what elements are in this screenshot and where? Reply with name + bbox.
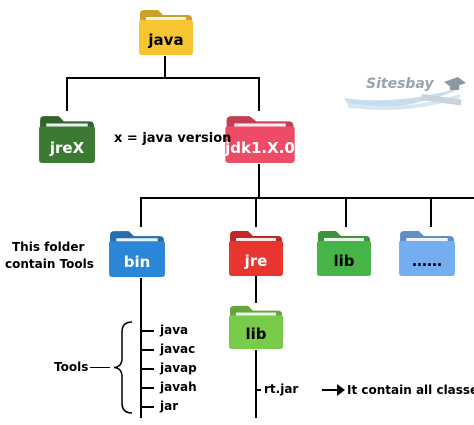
folder-label: lib: [245, 325, 267, 343]
swoosh-icon: [344, 86, 466, 109]
tools-pointer: [90, 367, 110, 368]
rt-jar-label: rt.jar: [264, 382, 299, 396]
tool-item: javah: [160, 380, 197, 394]
graduation-cap-icon: [444, 77, 466, 90]
tool-connector: [140, 406, 154, 408]
folder-label: lib: [333, 252, 355, 270]
connector-java-down: [164, 56, 166, 78]
connector-jdk-down: [258, 164, 260, 198]
folder-label: jreX: [49, 139, 85, 157]
pen-icon: [421, 94, 462, 106]
folder-jrex[interactable]: jreX: [38, 112, 96, 164]
sitesbay-logo-text: Sitesbay: [366, 76, 434, 92]
bin-note-line1: This folder: [12, 240, 85, 254]
connector-to-jre: [255, 197, 257, 227]
tools-label: Tools: [54, 360, 89, 374]
connector-to-jrex: [66, 77, 68, 111]
connector-to-bin: [140, 197, 142, 227]
tool-item: javap: [160, 361, 197, 375]
folder-java[interactable]: java: [138, 6, 194, 56]
folder-icon: [139, 10, 193, 55]
rt-jar-note: It contain all classes: [347, 383, 474, 397]
folder-icon: [225, 116, 295, 163]
connector-lib2-down: [255, 350, 257, 418]
tools-brace: [113, 321, 133, 414]
folder-jre[interactable]: jre: [228, 227, 284, 277]
connector-to-dots: [430, 197, 432, 227]
folder-label: jdk1.X.0: [225, 139, 295, 157]
tool-item: javac: [160, 342, 196, 356]
connector-to-lib: [345, 197, 347, 227]
folder-icon: [229, 305, 283, 350]
connector-bin-down: [140, 278, 142, 418]
tool-connector: [140, 368, 154, 370]
bin-note-line2: contain Tools: [5, 257, 94, 271]
tool-item: jar: [160, 399, 179, 413]
folder-lib[interactable]: lib: [316, 227, 372, 277]
connector-mid-horizontal: [140, 197, 474, 199]
folder-jre-lib[interactable]: lib: [228, 302, 284, 350]
folder-jdk[interactable]: jdk1.X.0: [224, 112, 296, 164]
folder-label: jre: [244, 252, 268, 270]
connector-rtjar: [255, 389, 261, 391]
connector-jre-down: [255, 275, 257, 303]
folder-icon: [229, 231, 283, 276]
tool-item: java: [160, 323, 189, 337]
tool-connector: [140, 330, 154, 332]
folder-label: bin: [123, 253, 151, 271]
tool-connector: [140, 349, 154, 351]
arrow-rtjar-shaft: [322, 389, 340, 391]
folder-icon: [399, 231, 455, 276]
folder-bin[interactable]: bin: [108, 227, 166, 278]
folder-icon: [39, 116, 95, 163]
folder-label: ……: [412, 252, 442, 270]
folder-label: java: [148, 31, 184, 49]
connector-top-horizontal: [66, 77, 260, 79]
folder-icon: [317, 231, 371, 276]
folder-more[interactable]: ……: [398, 227, 456, 277]
arrow-rtjar-head: [337, 384, 345, 396]
sitesbay-logo: [344, 77, 466, 110]
version-note: x = java version: [114, 131, 232, 146]
connector-to-jdk: [258, 77, 260, 111]
folder-icon: [109, 231, 165, 277]
tool-connector: [140, 387, 154, 389]
